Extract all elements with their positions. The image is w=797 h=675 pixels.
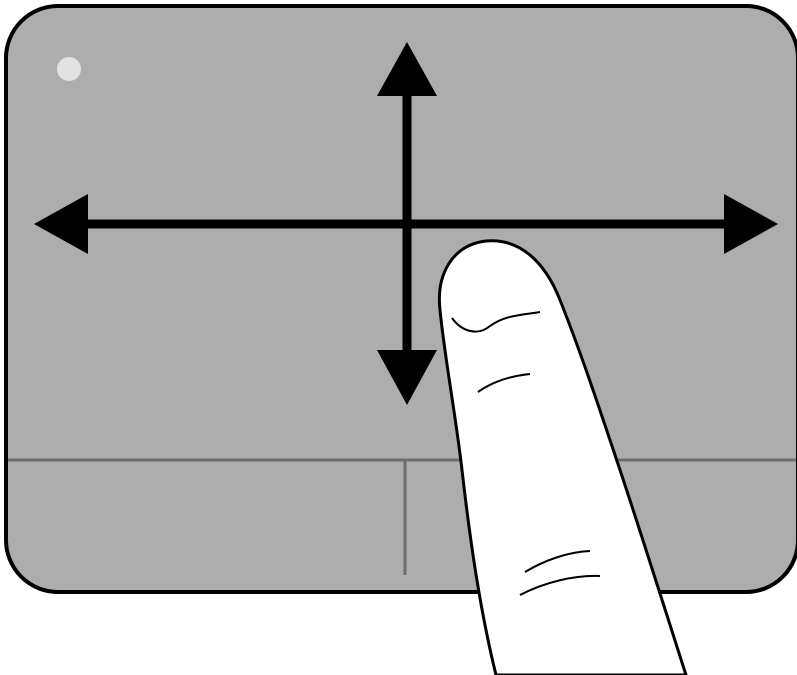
touchpad-indicator-light-icon	[57, 57, 81, 81]
